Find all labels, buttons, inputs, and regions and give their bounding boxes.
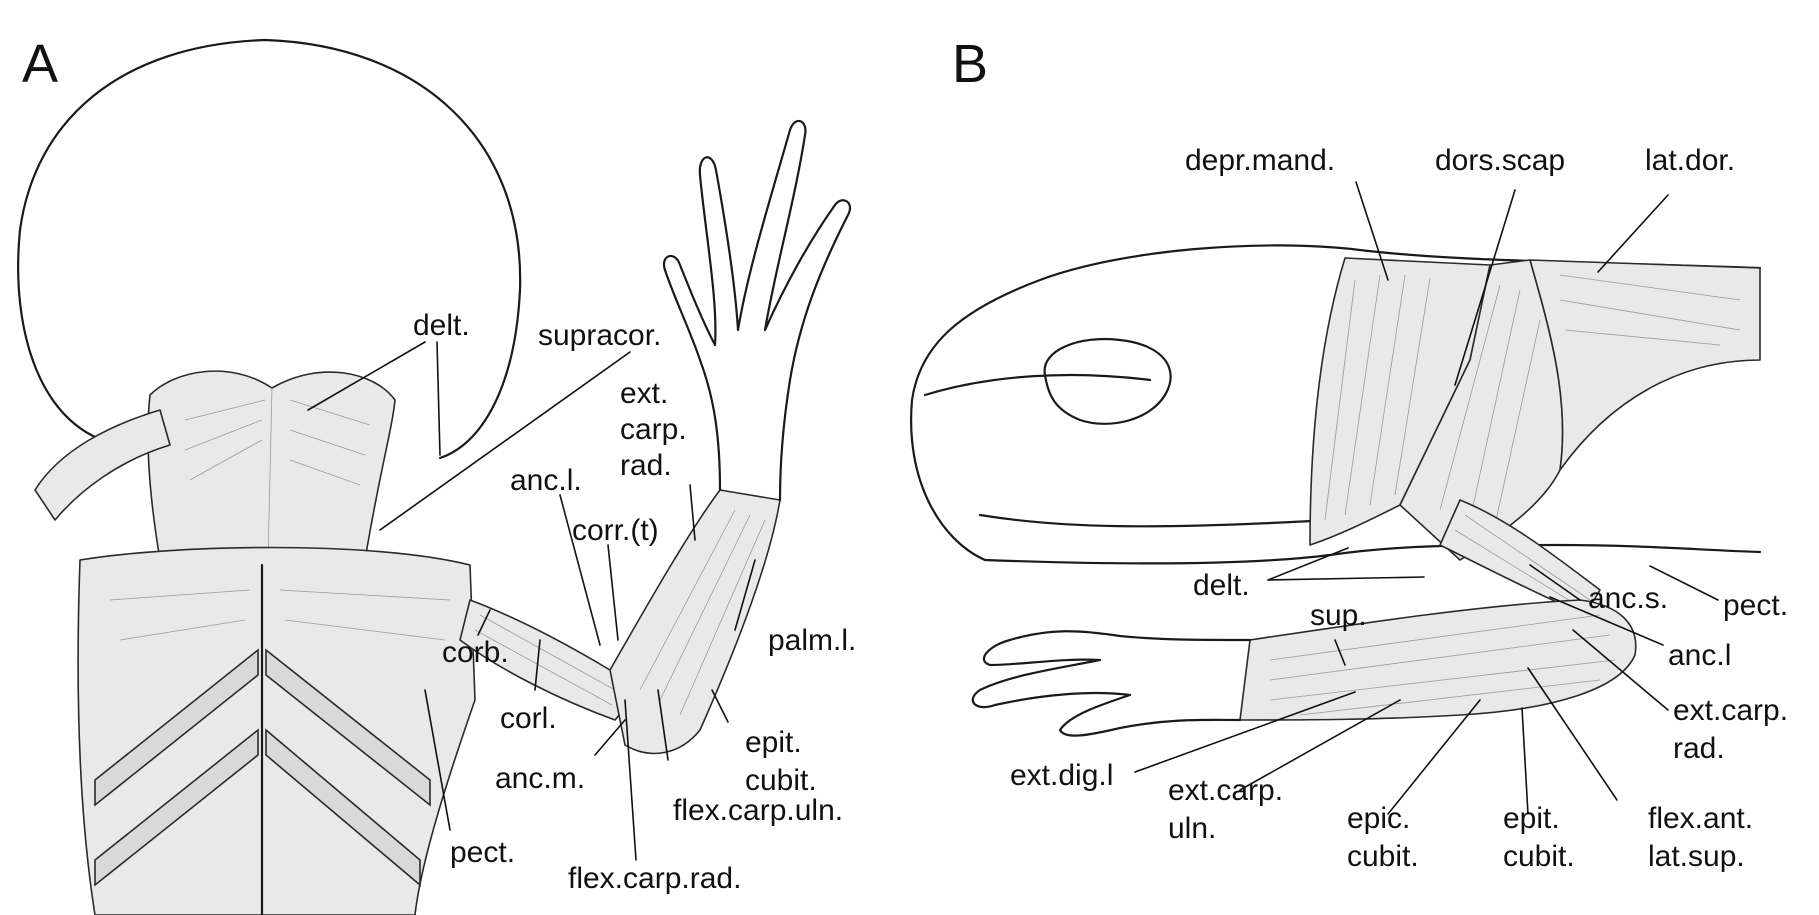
label-b-sup: sup. [1310, 599, 1367, 632]
label-b-anc-l: anc.l [1668, 639, 1731, 672]
label-a-ext-carp-rad-3: rad. [620, 449, 672, 482]
label-a-corl: corl. [500, 702, 557, 735]
label-a-ext-carp-rad-2: carp. [620, 413, 687, 446]
label-b-ext-carp-uln-1: ext.carp. [1168, 774, 1283, 807]
label-b-depr-mand: depr.mand. [1185, 144, 1335, 177]
panel-letter-a: A [22, 34, 58, 94]
label-a-flex-carp-uln: flex.carp.uln. [673, 794, 843, 827]
label-b-flex-ant-1: flex.ant. [1648, 802, 1753, 835]
label-a-ext-carp-rad-1: ext. [620, 377, 668, 410]
label-a-anc-l: anc.l. [510, 464, 582, 497]
label-b-flex-ant-2: lat.sup. [1648, 840, 1745, 873]
label-b-anc-s: anc.s. [1588, 582, 1668, 615]
label-b-ext-carp-rad-2: rad. [1673, 732, 1725, 765]
label-b-pect: pect. [1723, 589, 1788, 622]
label-a-flex-carp-rad: flex.carp.rad. [568, 862, 741, 895]
label-a-palm-l: palm.l. [768, 624, 856, 657]
label-b-epic-cubit-1: epic. [1347, 802, 1410, 835]
label-a-supracor: supracor. [538, 319, 661, 352]
panel-a-drawing [18, 40, 850, 915]
lat-dor-muscle [1530, 260, 1760, 470]
label-b-lat-dor: lat.dor. [1645, 144, 1735, 177]
label-b-dors-scap: dors.scap [1435, 144, 1565, 177]
label-a-anc-m: anc.m. [495, 762, 585, 795]
label-a-corb: corb. [442, 636, 509, 669]
label-b-epit-cubit-2: cubit. [1503, 840, 1575, 873]
label-b-epic-cubit-2: cubit. [1347, 840, 1419, 873]
label-a-pect: pect. [450, 836, 515, 869]
label-a-corr-t: corr.(t) [572, 514, 659, 547]
label-b-ext-carp-rad-1: ext.carp. [1673, 694, 1788, 727]
label-a-delt: delt. [413, 309, 470, 342]
eye-b [1045, 339, 1171, 424]
label-b-ext-dig-l: ext.dig.l [1010, 759, 1113, 792]
panel-letter-b: B [952, 34, 988, 94]
label-b-ext-carp-uln-2: uln. [1168, 812, 1216, 845]
label-a-epit-cubit-1: epit. [745, 726, 802, 759]
label-b-delt: delt. [1193, 569, 1250, 602]
hand-b [973, 631, 1250, 735]
hand-a [664, 121, 850, 500]
label-b-epit-cubit-1: epit. [1503, 802, 1560, 835]
panel-b-drawing [911, 245, 1760, 735]
label-a-epit-cubit-2: cubit. [745, 764, 817, 797]
